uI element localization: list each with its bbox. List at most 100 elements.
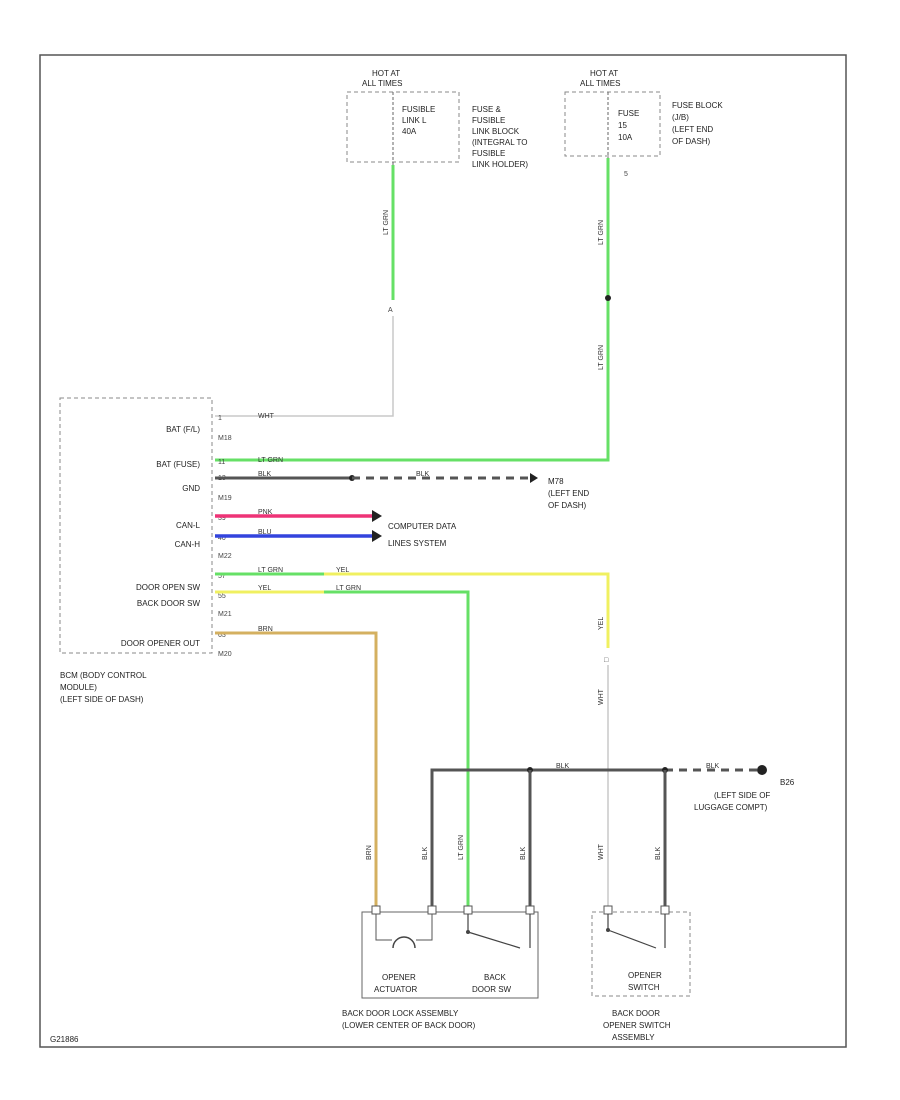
actuator-label-2: ACTUATOR (374, 985, 417, 994)
lock-assembly-name-1: BACK DOOR LOCK ASSEMBLY (342, 1009, 459, 1018)
bcm-pin-57: 57 (218, 573, 226, 580)
fusible-link-text-1: FUSIBLE (402, 105, 435, 114)
wire-label-gb-1: BLK (556, 763, 570, 770)
opener-switch-icon (607, 914, 666, 949)
fuse-15-text-2: 15 (618, 121, 627, 130)
back-door-sw-label-2: DOOR SW (472, 985, 512, 994)
bcm-name-2: MODULE) (60, 683, 97, 692)
bcm-outline (59, 397, 213, 654)
bcm-pin-label-bat-fl: BAT (F/L) (166, 425, 200, 434)
terminal-actuator-2 (427, 905, 437, 915)
ground-b26-desc-2: LUGGAGE COMPT) (694, 803, 768, 812)
wire-label-yel-vertical: YEL (598, 617, 605, 630)
can-label-2: LINES SYSTEM (388, 539, 447, 548)
bcm-connector-m21: M21 (218, 611, 232, 618)
wire-label-right-bottom: LT GRN (598, 345, 605, 370)
wire-label-grn-lower: LT GRN (458, 835, 465, 860)
wire-label-bat-fl: WHT (258, 413, 275, 420)
lock-assembly-name-2: (LOWER CENTER OF BACK DOOR) (342, 1021, 476, 1030)
bcm-connector-m19: M19 (218, 495, 232, 502)
bcm-pin-label-door-open-sw: DOOR OPEN SW (136, 583, 200, 592)
fuse-block-jb-outline (564, 91, 661, 157)
fuse-link-block-outline (346, 91, 460, 163)
wire-yel-to-opener-switch (324, 572, 610, 648)
terminal-sw-1 (463, 905, 473, 915)
bcm-pin-label-can-h: CAN-H (175, 540, 201, 549)
bcm-pin-label-bat-fuse: BAT (FUSE) (156, 460, 200, 469)
ground-arrow-m78 (530, 473, 538, 483)
fuse-block-desc-2: FUSIBLE (472, 116, 505, 125)
diagram-id: G21886 (50, 1035, 79, 1044)
wire-label-blk-1: BLK (422, 846, 429, 860)
can-label-1: COMPUTER DATA (388, 522, 457, 531)
ground-b26-name: B26 (780, 778, 795, 787)
fuse-jb-desc-2: (J/B) (672, 113, 689, 122)
wire-blk-ground-bus (430, 768, 665, 912)
wire-label-door-open-sw: LT GRN (258, 567, 283, 574)
wire-label-bat-fuse: LT GRN (258, 457, 283, 464)
wire-label-blk-2: BLK (520, 846, 527, 860)
ground-point-b26 (757, 765, 767, 775)
back-door-sw-label-1: BACK (484, 973, 506, 982)
fuse-block-desc-1: FUSE & (472, 105, 502, 114)
wire-ltgrn-right-power (215, 158, 610, 462)
fuse-block-desc-3: LINK BLOCK (472, 127, 520, 136)
fuse-jb-pin: 5 (624, 171, 628, 178)
wires-bcm: WHT LT GRN BLK BLK M78 (LEFT END OF DASH… (215, 413, 610, 912)
switch-pivot-icon (466, 930, 470, 934)
fuse-15-text-3: 10A (618, 133, 633, 142)
bcm-pin-39: 39 (218, 515, 226, 522)
bcm-connector-m22: M22 (218, 553, 232, 560)
bcm-pin-label-door-opener-out: DOOR OPENER OUT (121, 639, 200, 648)
fuse-jb-desc-3: (LEFT END (672, 125, 713, 134)
bcm-module: BAT (F/L) BAT (FUSE) GND CAN-L CAN-H DOO… (59, 397, 232, 704)
terminal-sw-2 (525, 905, 535, 915)
can-h-arrow (372, 530, 382, 542)
wire-label-gnd: BLK (258, 471, 272, 478)
fuse-jb-desc-1: FUSE BLOCK (672, 101, 723, 110)
opener-switch-label-1: OPENER (628, 971, 662, 980)
wire-label-brn-lower: BRN (366, 845, 373, 860)
wire-ltgrn-to-back-door-sw (324, 590, 470, 912)
wire-label-can-h: BLU (258, 529, 272, 536)
ground-m78-desc-2: OF DASH) (548, 501, 587, 510)
diagram-frame (39, 54, 847, 1048)
fuse-block-desc-6: LINK HOLDER) (472, 160, 528, 169)
wire-label-cross-yel: YEL (336, 567, 349, 574)
actuator-leads (375, 914, 433, 941)
bcm-connector-m18: M18 (218, 435, 232, 442)
ground-m78-desc-1: (LEFT END (548, 489, 589, 498)
power-source-left: HOT AT ALL TIMES FUSIBLE LINK L 40A FUSE… (346, 69, 528, 169)
wire-label-right-top: LT GRN (598, 220, 605, 245)
opener-switch-pivot-icon (606, 928, 610, 932)
back-door-opener-switch-assembly: OPENER SWITCH BACK DOOR OPENER SWITCH AS… (591, 905, 691, 1042)
bcm-pin-40: 40 (218, 535, 226, 542)
actuator-label-1: OPENER (382, 973, 416, 982)
wire-label-blk-3: BLK (655, 846, 662, 860)
terminal-actuator-1 (371, 905, 381, 915)
wire-label-wht-bottom: WHT (598, 843, 605, 860)
hot-label-left-2: ALL TIMES (362, 79, 402, 88)
back-door-lock-assembly: OPENER ACTUATOR BACK DOOR SW BACK DOOR L… (342, 905, 539, 1030)
bcm-name-3: (LEFT SIDE OF DASH) (60, 695, 144, 704)
fusible-link-text-2: LINK L (402, 116, 427, 125)
splice-right-power (605, 295, 611, 301)
actuator-coil-icon (392, 936, 416, 949)
bcm-pin-1: 1 (218, 415, 222, 422)
fusible-link-text-3: 40A (402, 127, 417, 136)
wire-label-cross-grn: LT GRN (336, 585, 361, 592)
opener-switch-outline (591, 911, 691, 997)
hot-label-left-1: HOT AT (372, 69, 400, 78)
wire-label-gnd-2: BLK (416, 471, 430, 478)
hot-label-right-1: HOT AT (590, 69, 618, 78)
power-source-right: HOT AT ALL TIMES FUSE 15 10A FUSE BLOCK … (564, 69, 723, 178)
terminal-opener-1 (603, 905, 613, 915)
connector-a-label: A (388, 307, 393, 314)
back-door-switch-icon (467, 914, 531, 949)
wire-label-left-power: LT GRN (383, 210, 390, 235)
bcm-pin-label-gnd: GND (182, 484, 200, 493)
bcm-connector-m20: M20 (218, 651, 232, 658)
bcm-pin-63: 63 (218, 632, 226, 639)
wire-label-door-opener-out: BRN (258, 626, 273, 633)
bcm-pin-label-back-door-sw: BACK DOOR SW (137, 599, 201, 608)
